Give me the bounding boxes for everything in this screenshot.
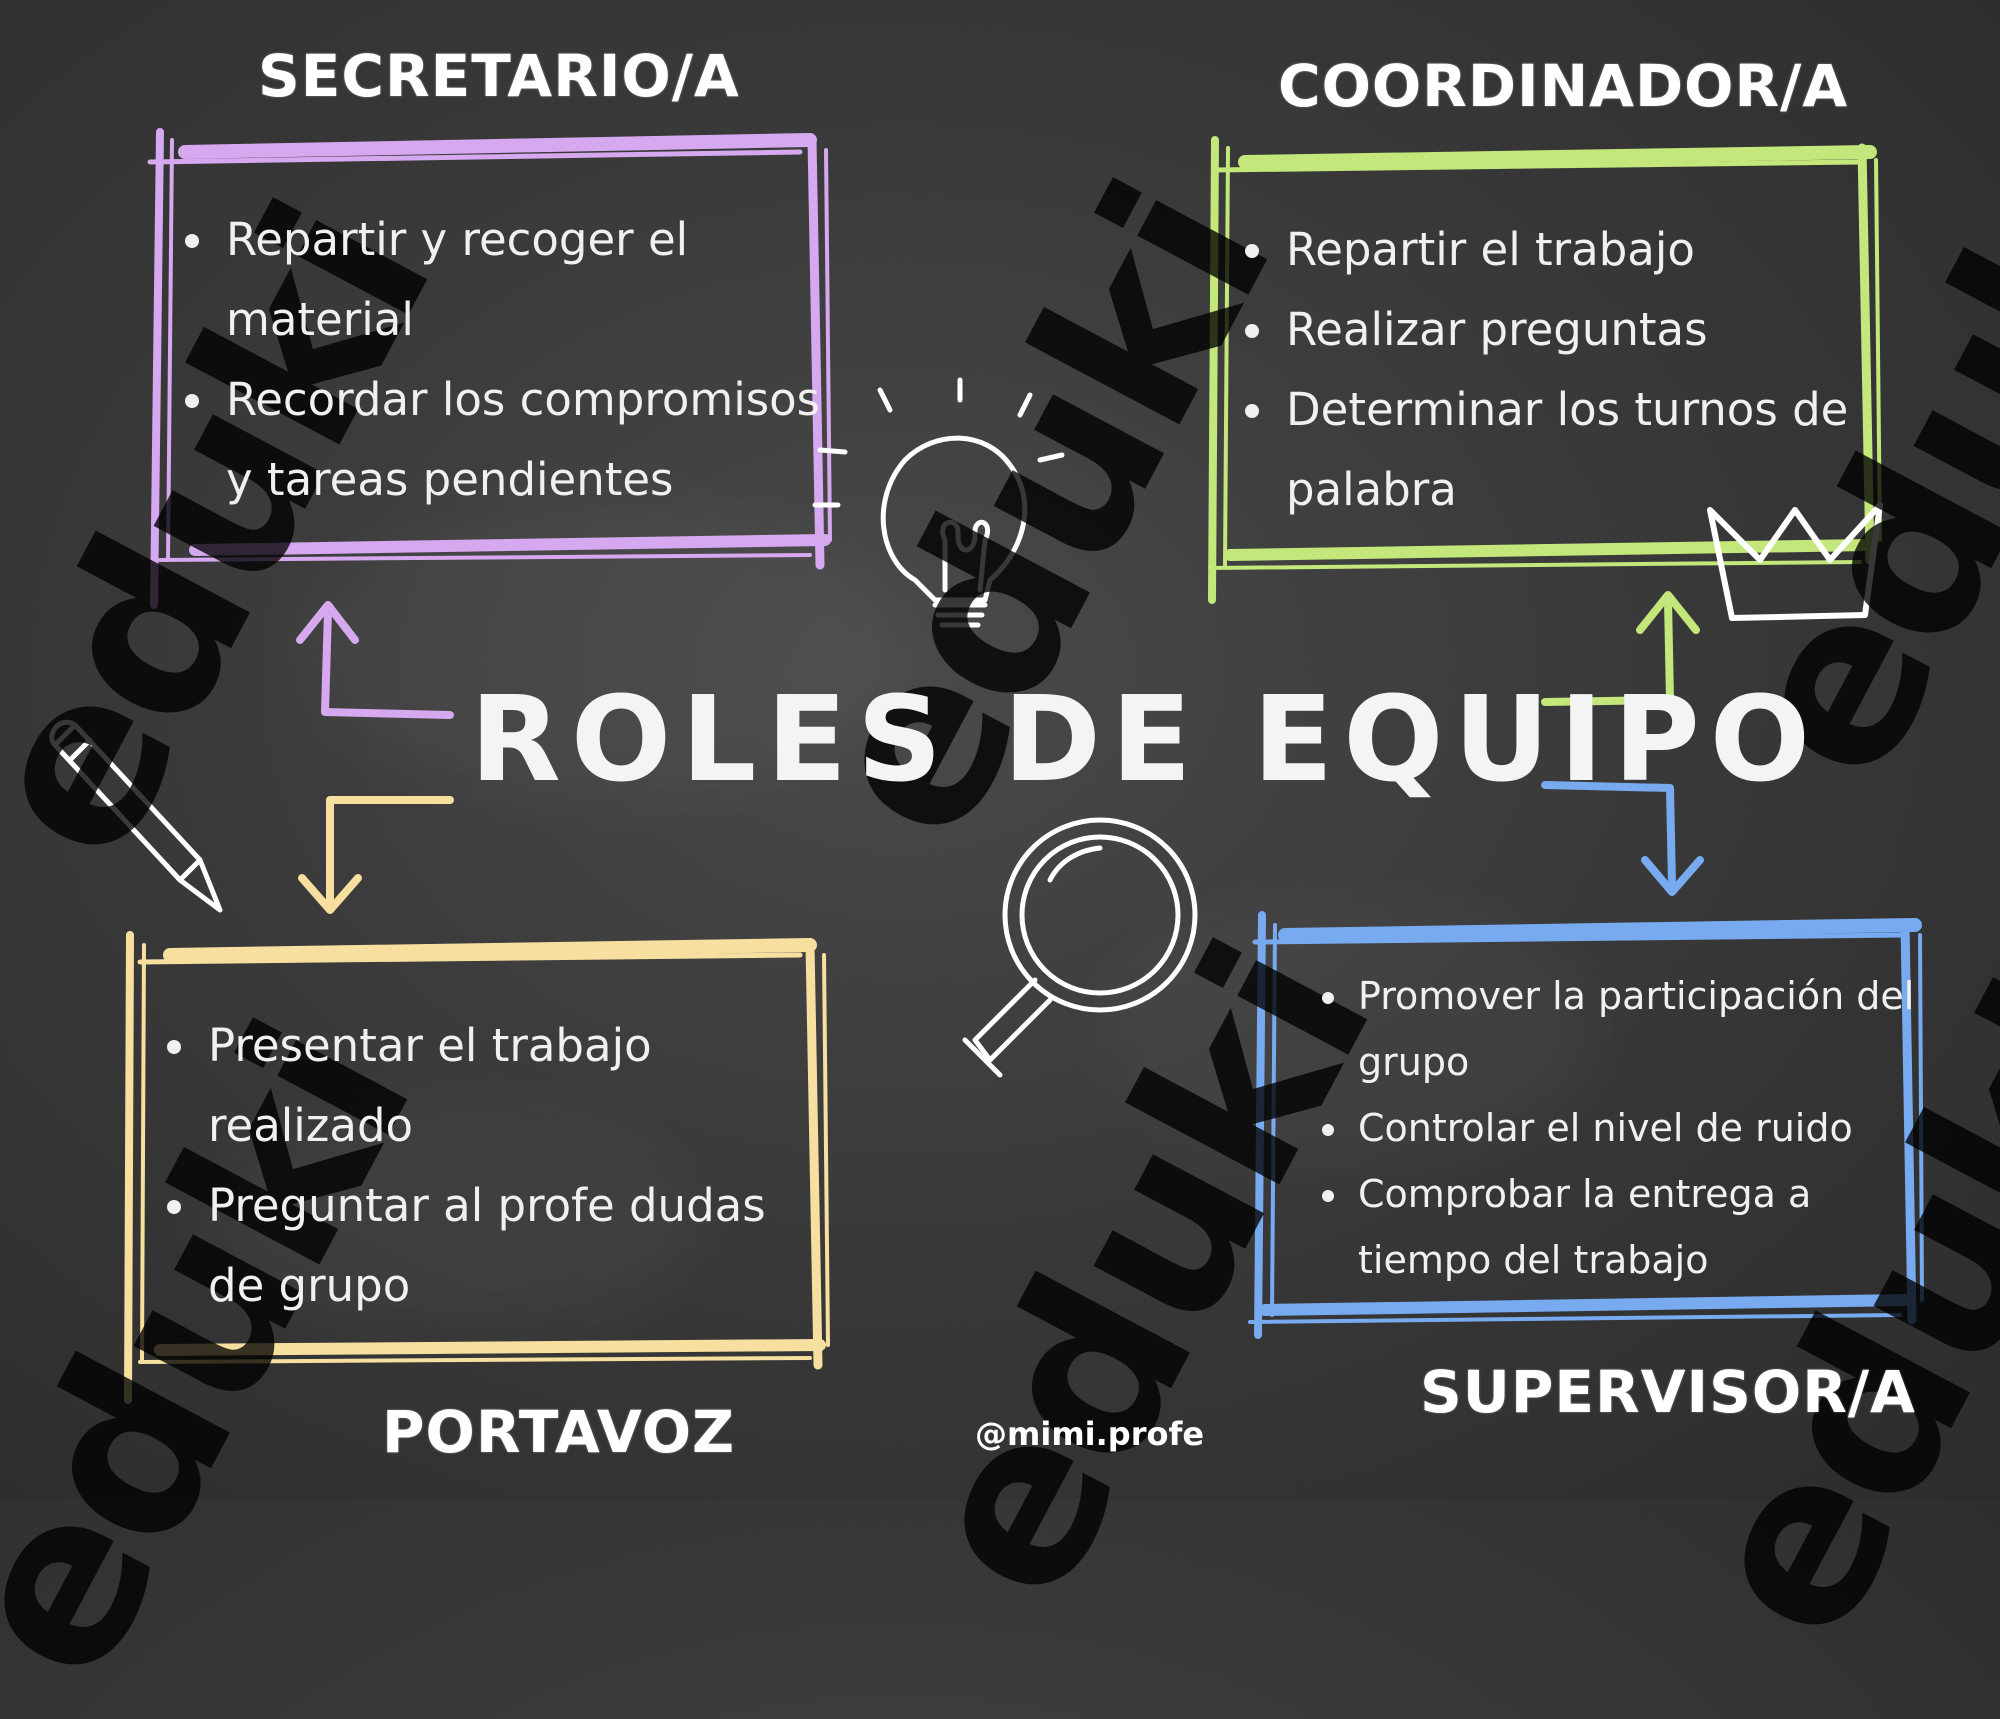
list-item: Repartir el trabajo — [1280, 210, 1880, 290]
secretario-duties: Repartir y recoger el material Recordar … — [186, 200, 840, 520]
portavoz-duties: Presentar el trabajo realizado Preguntar… — [168, 1006, 822, 1326]
list-item: Presentar el trabajo realizado — [202, 1006, 822, 1166]
main-title: ROLES DE EQUIPO — [470, 670, 1821, 808]
crown-icon — [1707, 502, 1883, 621]
diagram-drawing — [49, 128, 1924, 1404]
list-item: Realizar preguntas — [1280, 290, 1880, 370]
arrow-to-supervisor — [1541, 781, 1704, 896]
portavoz-title: PORTAVOZ — [382, 1398, 736, 1466]
coordinador-title: COORDINADOR/A — [1278, 52, 1849, 120]
list-item: Promover la participación del grupo — [1352, 963, 1932, 1095]
magnifying-glass-icon — [962, 817, 1198, 1078]
list-item: Determinar los turnos de palabra — [1280, 370, 1880, 530]
list-item: Controlar el nivel de ruido — [1352, 1095, 1932, 1161]
list-item: Repartir y recoger el material — [220, 200, 840, 360]
list-item: Recordar los compromisos y tareas pendie… — [220, 360, 840, 520]
secretario-title: SECRETARIO/A — [258, 42, 740, 110]
supervisor-duties: Promover la participación del grupo Cont… — [1318, 963, 1932, 1293]
lightbulb-icon — [812, 377, 1065, 628]
secretario-box-frame — [147, 128, 832, 609]
portavoz-box-frame — [124, 931, 830, 1404]
list-item: Preguntar al profe dudas de grupo — [202, 1166, 822, 1326]
pencil-icon — [49, 720, 223, 913]
arrow-to-portavoz — [298, 796, 454, 914]
author-credit: @mimi.profe — [975, 1415, 1205, 1453]
list-item: Comprobar la entrega a tiempo del trabaj… — [1352, 1161, 1932, 1293]
coordinador-duties: Repartir el trabajo Realizar preguntas D… — [1246, 210, 1880, 530]
coordinador-box-frame — [1208, 136, 1882, 604]
arrow-to-secretario — [296, 601, 454, 719]
arrow-to-coordinador — [1541, 591, 1700, 706]
supervisor-title: SUPERVISOR/A — [1420, 1358, 1916, 1426]
supervisor-box-frame — [1248, 911, 1924, 1339]
